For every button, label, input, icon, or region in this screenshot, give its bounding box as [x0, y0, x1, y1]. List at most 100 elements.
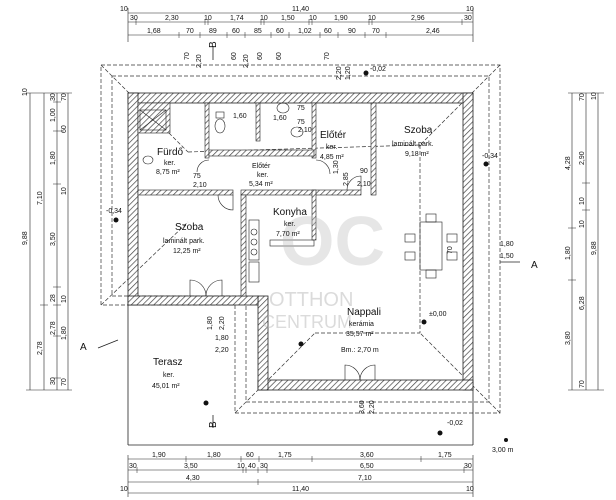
dim-left-t1: 60 [61, 125, 68, 133]
op-360: 3,60 [359, 400, 366, 414]
op-180b: 1,80 [207, 316, 214, 330]
dim-top-r2-6: 1,02 [298, 28, 312, 35]
dim-bot-r1-4: 3,60 [360, 452, 374, 459]
level-bottom: -0,02 [447, 420, 463, 427]
dim-right-t1: 10 [579, 197, 586, 205]
room-eloter-name: Előtér [320, 130, 347, 141]
op-180a: 1,80 [215, 335, 229, 342]
room-nappali-floor: kerámia [349, 321, 374, 328]
fixtures [139, 102, 315, 283]
dim-left-i0: 30 [50, 93, 57, 101]
dim-left-i1: 1,00 [50, 108, 57, 122]
room-furdo-area: 8,75 m² [156, 169, 180, 176]
dim-top-r2-3: 60 [232, 28, 240, 35]
dim-top-r2-2: 89 [209, 28, 217, 35]
room-labels: Fürdő ker. 8,75 m² Szoba laminált park. … [152, 125, 434, 390]
op-75b: 75 [297, 119, 305, 126]
room-furdo-floor: ker. [164, 160, 175, 167]
level-left: -0,34 [106, 208, 122, 215]
watermark: OC OTTHON CENTRUM [262, 202, 385, 332]
dim-top-r1-10: 30 [464, 15, 472, 22]
room-nappali-name: Nappali [347, 307, 381, 318]
level-markers [113, 70, 508, 442]
section-b-top: B [208, 41, 219, 48]
dim-right-mid3: 6,28 [579, 296, 586, 310]
dim-top-r2-0: 1,68 [147, 28, 161, 35]
level-zero: ±0,00 [429, 311, 447, 318]
dim-top-r2-4: 85 [254, 28, 262, 35]
dim-right-t0: 70 [579, 93, 586, 101]
room-szoba-left-area: 12,25 m² [173, 248, 201, 255]
op-top-60b: 60 [257, 52, 264, 60]
op-top-220a: 2,20 [196, 54, 203, 68]
op-top-220b: 2,20 [243, 54, 250, 68]
walls [127, 92, 474, 391]
room-szoba-top-floor: laminált park. [392, 141, 434, 148]
bottom-dimension-lines [127, 455, 474, 497]
left-dimension-lines [26, 92, 72, 391]
dim-right-mid1: 4,28 [565, 156, 572, 170]
dim-top-r1-6: 10 [309, 15, 317, 22]
room-nappali-height: Bm.: 2,70 m [341, 347, 379, 354]
dim-bot-r2-3: 40 [248, 463, 256, 470]
op-160a: 1,60 [233, 113, 247, 120]
dim-top-total: 11,40 [292, 6, 309, 13]
dim-top-r1-7: 1,90 [334, 15, 348, 22]
op-160b: 1,60 [273, 115, 287, 122]
dim-top-r1-8: 10 [368, 15, 376, 22]
section-a-left: A [80, 342, 87, 353]
room-eloter-hall-floor: ker. [257, 172, 268, 179]
dim-top-r1-3: 1,74 [230, 15, 244, 22]
dim-bot-r1-0: 1,90 [152, 452, 166, 459]
room-szoba-top-area: 9,18 m² [405, 151, 429, 158]
dim-left-i4: 28 [50, 294, 57, 302]
op-220a: 2,20 [215, 347, 229, 354]
op-210b: 2,10 [193, 182, 207, 189]
op-210a: 2,10 [298, 127, 312, 134]
dim-top-left-end: 10 [120, 6, 128, 13]
op-285: 2,85 [343, 172, 350, 186]
dim-top-r1-0: 30 [130, 15, 138, 22]
op-top-70b: 70 [324, 52, 331, 60]
dim-left-t4: 70 [61, 378, 68, 386]
top-dimension-labels: 10 11,40 10 30 2,30 10 1,74 10 1,50 10 1… [120, 6, 474, 35]
op-130: 1,30 [333, 160, 340, 174]
op-top-60c: 60 [276, 52, 283, 60]
dim-bot-r1-1: 1,80 [207, 452, 221, 459]
dim-bot-r1-3: 1,75 [278, 452, 292, 459]
dim-bot-r3-1: 7,10 [358, 475, 372, 482]
op-180c: 1,80 [500, 241, 514, 248]
op-220c: 2,20 [369, 400, 376, 414]
dim-top-r2-8: 90 [348, 28, 356, 35]
section-b-bottom: B [208, 421, 219, 428]
dim-bot-left-end: 10 [120, 486, 128, 493]
room-eloter-floor: ker. [326, 144, 337, 151]
dim-bot-r2-4: 30 [260, 463, 268, 470]
dim-bot-r3-0: 4,30 [186, 475, 200, 482]
dim-top-right-end: 10 [466, 6, 474, 13]
room-konyha-area: 7,70 m² [276, 231, 300, 238]
room-eloter-hall-area: 5,34 m² [249, 181, 273, 188]
dim-left-small: 2,78 [37, 341, 44, 355]
top-dimension-lines [127, 8, 474, 42]
op-150: 1,50 [500, 253, 514, 260]
section-markers [97, 46, 520, 428]
dim-top-r2-10: 2,46 [426, 28, 440, 35]
terrace-outline [127, 305, 474, 446]
dim-right-end: 10 [591, 92, 598, 100]
dim-right-t3: 70 [579, 380, 586, 388]
dim-bot-r2-2: 10 [237, 463, 245, 470]
right-dimension-labels: 4,28 1,80 3,80 2,90 6,28 9,88 10 70 10 1… [565, 92, 598, 388]
level-right: -0,34 [482, 153, 498, 160]
watermark-line1: OTTHON [269, 289, 353, 311]
dim-top-r1-5: 1,50 [281, 15, 295, 22]
dim-top-r1-2: 10 [204, 15, 212, 22]
dim-left-i5: 2,78 [50, 321, 57, 335]
room-terasz-area: 45,01 m² [152, 383, 180, 390]
dim-right-b: 3,80 [565, 331, 572, 345]
room-szoba-left-name: Szoba [175, 222, 204, 233]
dim-left-t2: 10 [61, 187, 68, 195]
dim-top-r2-5: 60 [276, 28, 284, 35]
level-labels: -0,02 -0,34 -0,34 ±0,00 -0,02 3,00 m [106, 66, 514, 454]
